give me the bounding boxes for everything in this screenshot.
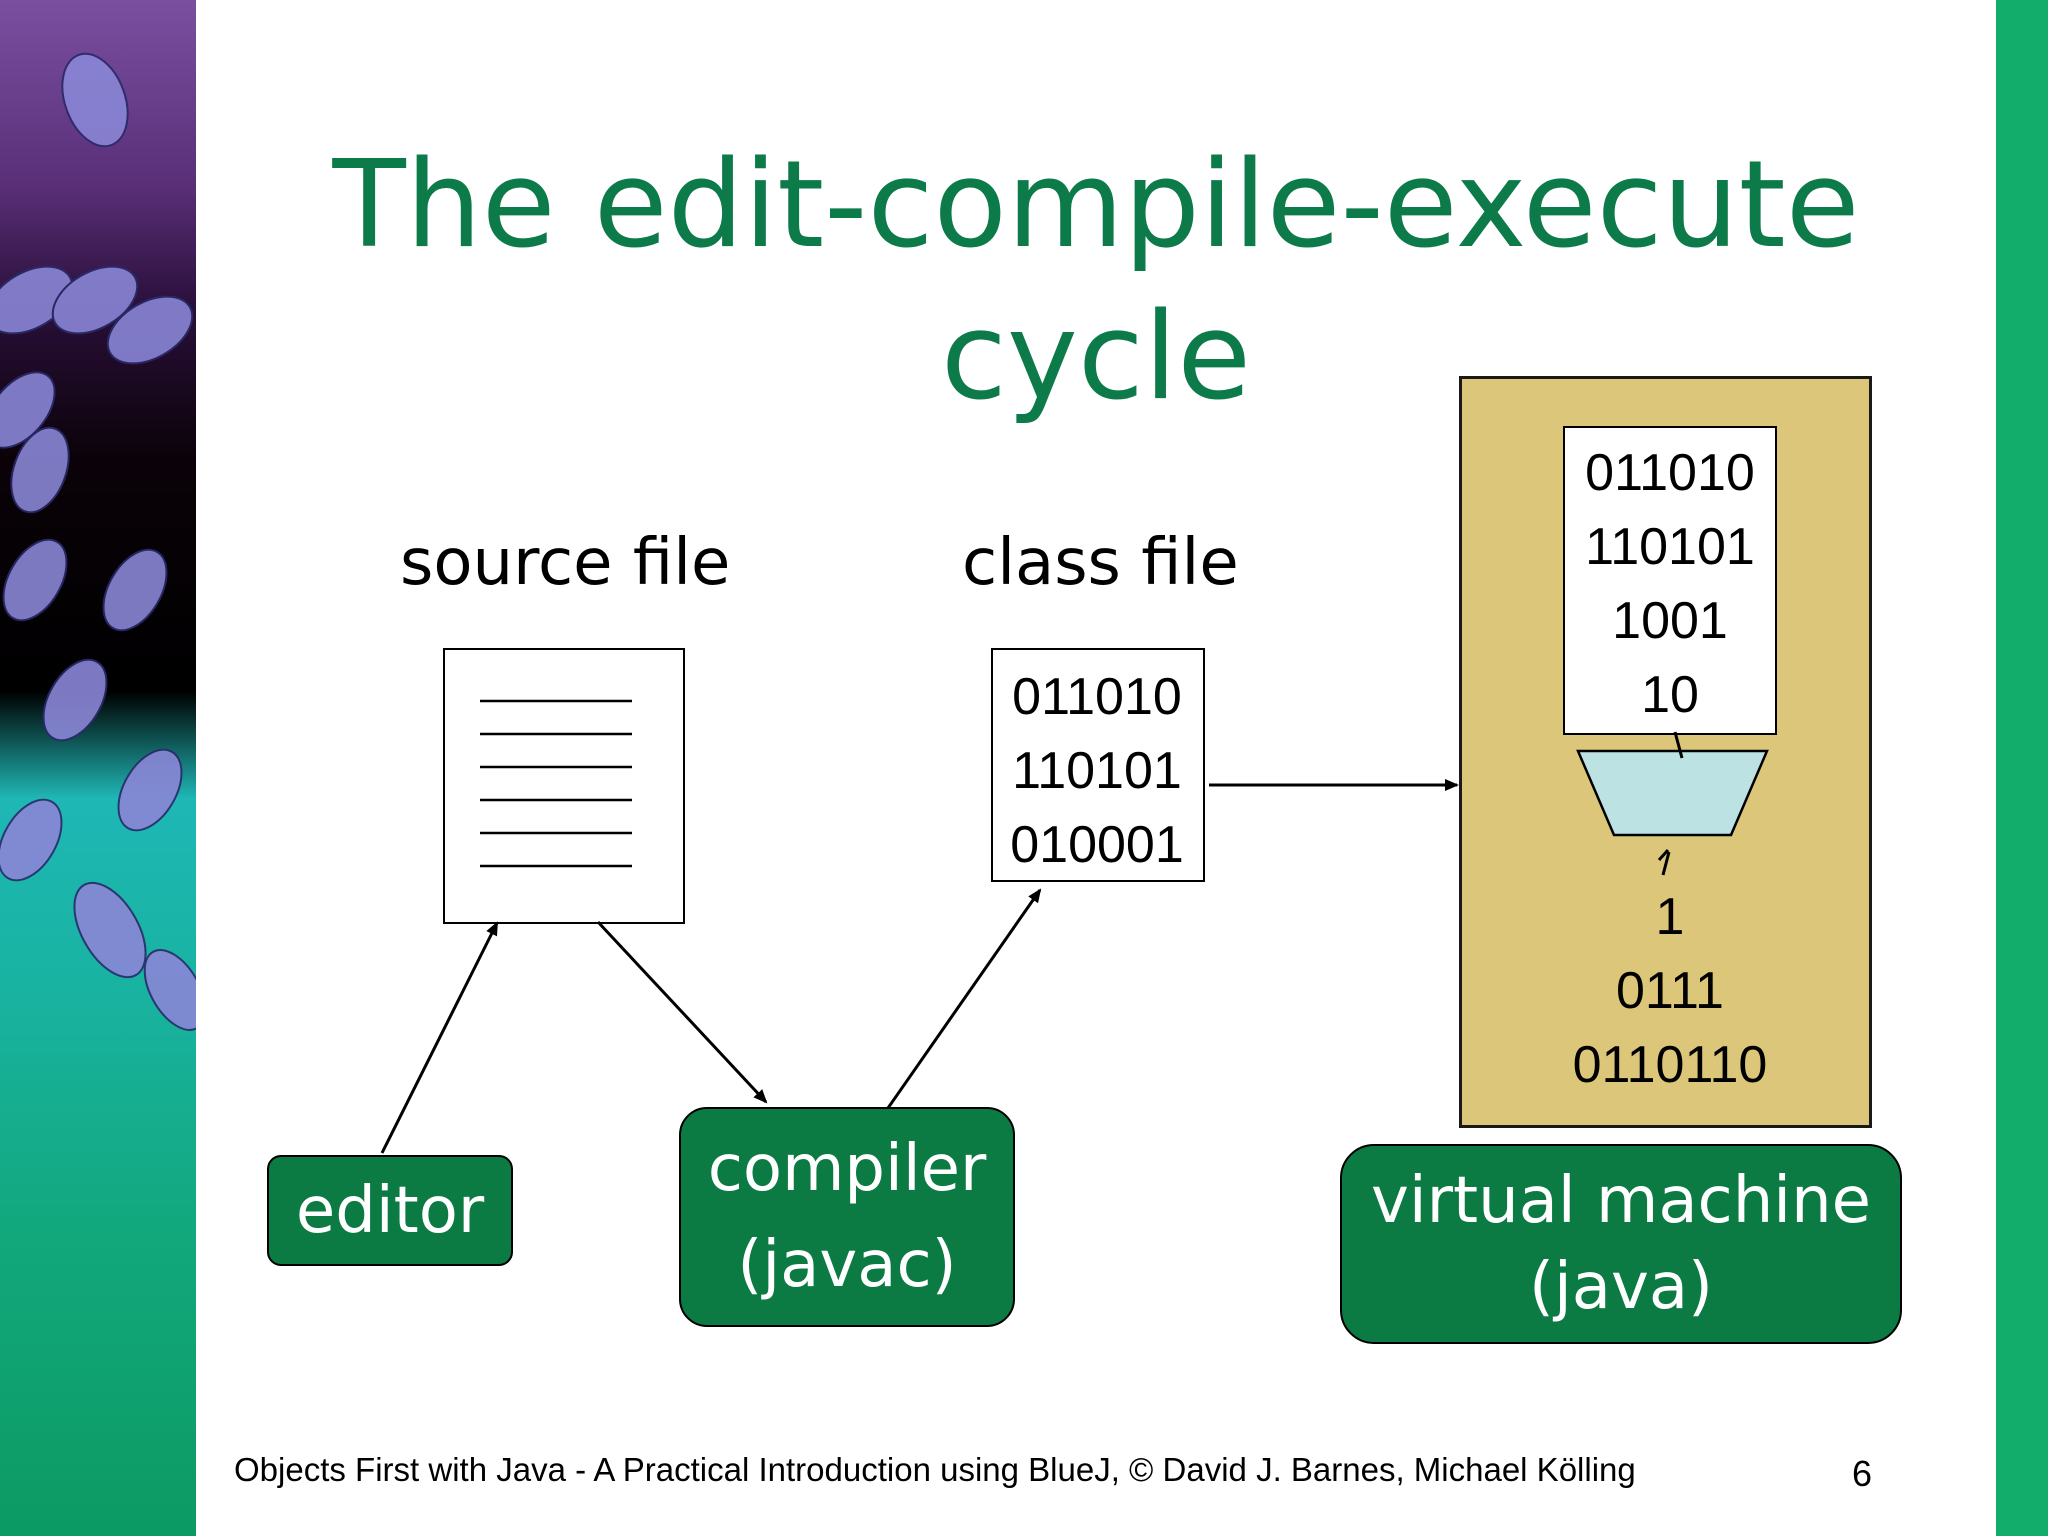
text-lines-icon: [480, 699, 632, 868]
title-line-1: The edit-compile-execute: [332, 136, 1860, 275]
arrow-compiler-to-class: [886, 888, 1042, 1109]
compiler-label: compiler: [707, 1132, 987, 1206]
slide-footer: Objects First with Java - A Practical In…: [234, 1451, 1636, 1488]
vm-input-bit-row: 011010: [1585, 444, 1755, 502]
falling-bit-mark: [1657, 848, 1671, 876]
vm-input-bit-row: 110101: [1585, 518, 1755, 576]
vm-sub-label: (java): [1528, 1250, 1714, 1324]
virtual-machine-tool: virtual machine (java): [1340, 1144, 1902, 1344]
vm-output-bit-row: 0110110: [1572, 1036, 1768, 1094]
compiler-sub-label: (javac): [737, 1228, 957, 1302]
vm-input-bits: 011010 110101 1001 10: [1563, 436, 1777, 732]
class-file-bit-row: 010001: [1010, 816, 1184, 874]
vm-input-bit-row: 1001: [1612, 592, 1728, 650]
editor-label: editor: [295, 1173, 485, 1248]
class-file-box: [991, 648, 1205, 882]
class-file-bit-row: 011010: [1012, 668, 1182, 726]
arrow-source-to-compiler: [596, 920, 768, 1104]
class-file-bit-row: 110101: [1012, 742, 1182, 800]
vm-output-bits: 1 0111 0110110: [1563, 880, 1777, 1102]
decorative-right-band: [1996, 0, 2048, 1536]
source-file-document: [443, 648, 685, 924]
title-line-2: cycle: [940, 288, 1252, 427]
class-file-label: class file: [962, 526, 1239, 600]
arrow-editor-to-source: [380, 921, 499, 1154]
source-file-label: source file: [400, 526, 731, 600]
vm-output-bit-row: 1: [1655, 888, 1685, 946]
capsules-decoration: [0, 52, 196, 1031]
falling-bit-mark: [1673, 731, 1684, 759]
vm-label: virtual machine: [1371, 1164, 1871, 1238]
page-number: 6: [1852, 1453, 1873, 1494]
slide-title: The edit-compile-execute cycle: [196, 130, 1996, 434]
editor-tool: editor: [267, 1155, 513, 1266]
compiler-tool: compiler (javac): [679, 1107, 1015, 1327]
vm-output-bit-row: 0111: [1616, 962, 1724, 1020]
decorative-side-band: [0, 0, 196, 1536]
vm-input-box: [1563, 426, 1777, 735]
class-file-bits: 011010 110101 010001: [991, 660, 1203, 882]
vm-input-bit-row: 10: [1641, 666, 1699, 724]
vm-interpreter-funnel: [1576, 749, 1769, 837]
